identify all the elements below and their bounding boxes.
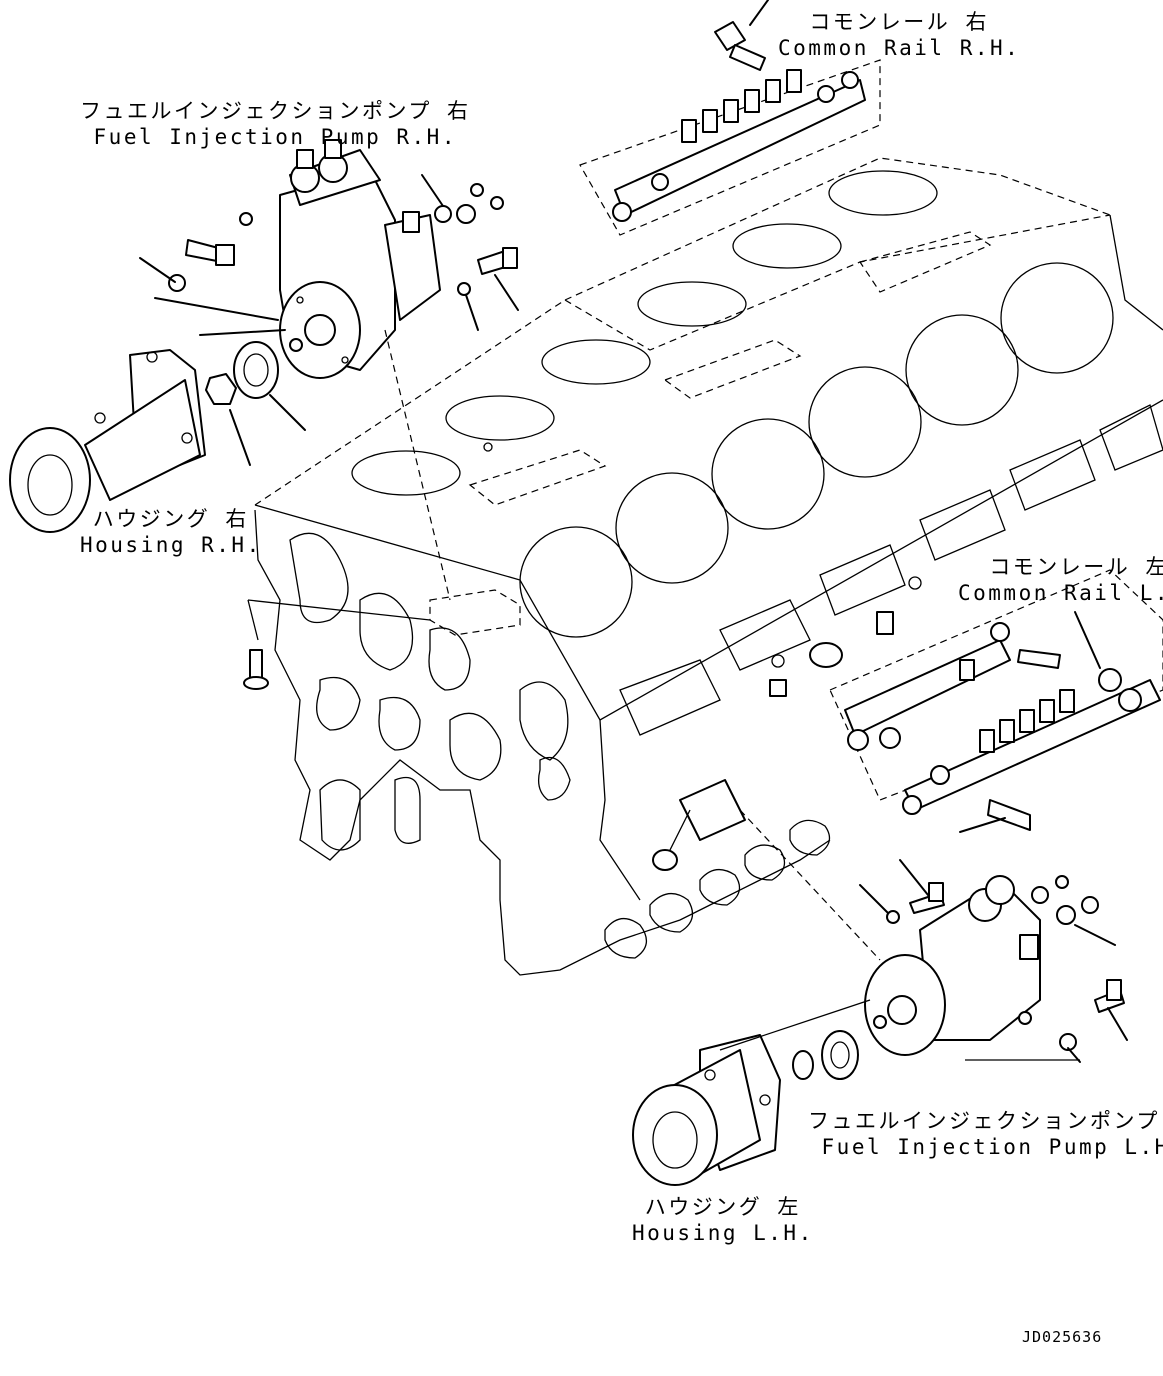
misc-bolts [243,599,746,871]
common-rail-rh-part [579,0,881,236]
housing-lh-part [632,999,871,1186]
label-common-rail-rh-ja: コモンレール 右 [809,10,989,34]
label-common-rail-lh-ja: コモンレール 左 [989,555,1163,579]
label-fuel-pump-rh: フュエルインジェクションポンプ 右 Fuel Injection Pump R.… [80,98,471,150]
label-fuel-pump-lh-en: Fuel Injection Pump L.H. [821,1135,1163,1159]
label-housing-rh-en: Housing R.H. [80,533,262,557]
label-fuel-pump-rh-ja: フュエルインジェクションポンプ 右 [80,99,471,123]
common-rail-lh-part [769,569,1163,833]
label-housing-lh: ハウジング 左 Housing L.H. [632,1194,814,1246]
fuel-pump-lh-part [739,809,1128,1080]
label-housing-rh: ハウジング 右 Housing R.H. [80,506,262,558]
housing-rh-part [9,349,206,533]
engine-block [254,157,1163,976]
label-common-rail-rh-en: Common Rail R.H. [778,36,1021,60]
label-common-rail-lh: コモンレール 左 Common Rail L.H. [958,554,1163,606]
label-fuel-pump-rh-en: Fuel Injection Pump R.H. [93,125,457,149]
label-fuel-pump-lh-ja: フュエルインジェクションポンプ 左 [808,1109,1163,1133]
fuel-pump-rh-part [139,139,519,601]
label-common-rail-rh: コモンレール 右 Common Rail R.H. [778,9,1020,61]
label-housing-rh-ja: ハウジング 右 [92,507,249,531]
label-common-rail-lh-en: Common Rail L.H. [958,581,1163,605]
label-housing-lh-ja: ハウジング 左 [644,1195,801,1219]
label-housing-lh-en: Housing L.H. [632,1221,814,1245]
drawing-code: JD025636 [1022,1328,1103,1346]
label-fuel-pump-lh: フュエルインジェクションポンプ 左 Fuel Injection Pump L.… [808,1108,1163,1160]
